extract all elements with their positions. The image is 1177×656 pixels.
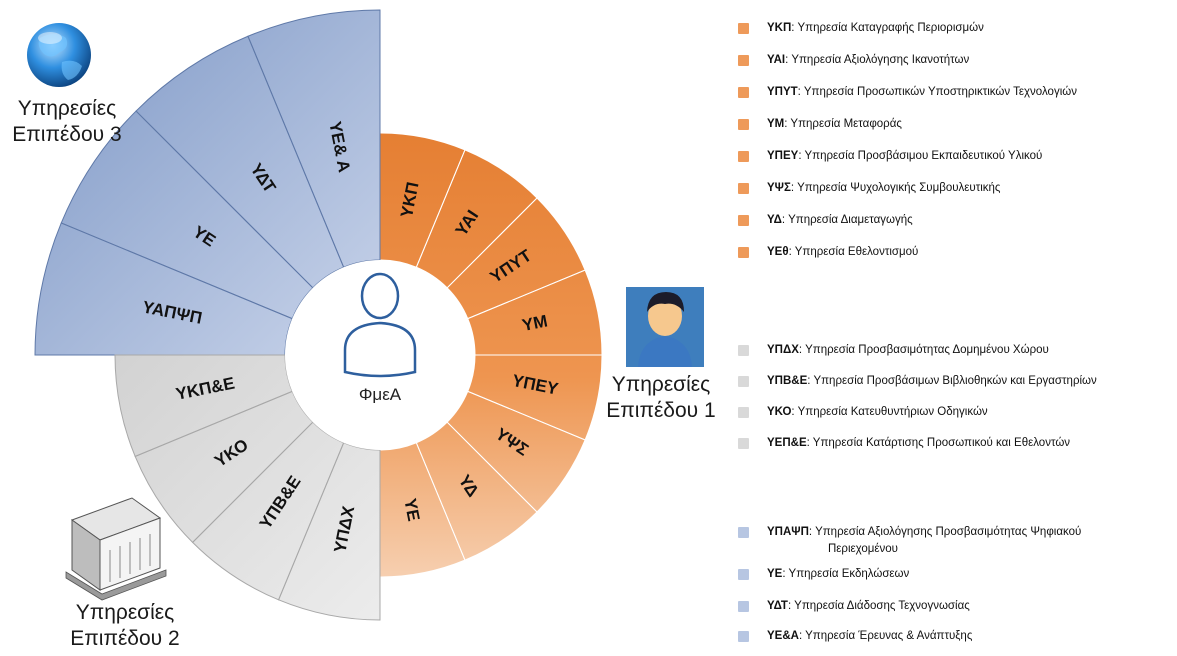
legend-text: : Υπηρεσία Καταγραφής Περιορισμών	[791, 22, 984, 34]
swatch	[738, 23, 749, 34]
level2-caption-line2: Επιπέδου 2	[70, 627, 180, 650]
building-icon	[65, 497, 167, 601]
swatch	[738, 119, 749, 130]
legend-text: : Υπηρεσία Μεταφοράς	[784, 118, 902, 130]
center-person-icon	[343, 272, 417, 378]
legend-text: : Υπηρεσία Έρευνας & Ανάπτυξης	[798, 630, 973, 642]
swatch	[738, 601, 749, 612]
legend-text: : Υπηρεσία Αξιολόγησης Προσβασιμότητας Ψ…	[808, 526, 1082, 538]
level1-segment-label: ΥΜ	[520, 311, 549, 335]
swatch	[738, 407, 749, 418]
level2-caption: Υπηρεσίες Επιπέδου 2	[45, 600, 205, 652]
level3-caption: Υπηρεσίες Επιπέδου 3	[0, 96, 147, 148]
legend-text: : Υπηρεσία Διαμεταγωγής	[781, 214, 913, 226]
legend-abbr: ΥΠΥΤ	[767, 86, 798, 98]
legend-text: : Υπηρεσία Κατευθυντήριων Οδηγικών	[791, 406, 988, 418]
legend-text: : Υπηρεσία Προσωπικών Υποστηρικτικών Τεχ…	[797, 86, 1077, 98]
level3-caption-line1: Υπηρεσίες	[17, 97, 117, 120]
swatch	[738, 345, 749, 356]
legend-abbr: ΥΠΒ&Ε	[767, 375, 808, 387]
level3-caption-line2: Επιπέδου 3	[12, 123, 122, 146]
legend-abbr: ΥΕ&Α	[767, 630, 799, 642]
legend-text: : Υπηρεσία Εκδηλώσεων	[782, 568, 910, 580]
swatch	[738, 247, 749, 258]
swatch	[738, 376, 749, 387]
legend-abbr: ΥΜ	[767, 118, 785, 130]
level1-segment-label: ΥΕ	[400, 497, 423, 523]
legend-abbr: ΥΔΤ	[767, 600, 788, 612]
legend-abbr: ΥΕΠ&Ε	[767, 437, 807, 449]
legend-text: : Υπηρεσία Προσβάσιμων Βιβλιοθηκών και Ε…	[807, 375, 1097, 387]
legend-text: : Υπηρεσία Κατάρτισης Προσωπικού και Εθε…	[806, 437, 1071, 449]
person-icon	[626, 287, 704, 367]
legend-abbr: ΥΠΑΨΠ	[767, 526, 809, 538]
legend-text: : Υπηρεσία Προσβασιμότητας Δομημένου Χώρ…	[798, 344, 1049, 356]
swatch	[738, 631, 749, 642]
legend-text: : Υπηρεσία Αξιολόγησης Ικανοτήτων	[785, 54, 970, 66]
legend-abbr: ΥΨΣ	[767, 182, 791, 194]
swatch	[738, 438, 749, 449]
legend-abbr: ΥΔ	[767, 214, 782, 226]
legend-text: : Υπηρεσία Ψυχολογικής Συμβουλευτικής	[790, 182, 1001, 194]
ring-segments	[34, 9, 603, 621]
legend-text: : Υπηρεσία Εθελοντισμού	[788, 246, 919, 258]
legend-abbr: ΥΚΠ	[767, 22, 792, 34]
legend-abbr: ΥΚΟ	[767, 406, 792, 418]
level1-caption-line2: Επιπέδου 1	[606, 399, 716, 422]
legend-abbr: ΥΠΔΧ	[767, 344, 799, 356]
swatch	[738, 183, 749, 194]
legend-abbr: ΥΕ	[767, 568, 783, 580]
level2-caption-line1: Υπηρεσίες	[75, 601, 175, 624]
swatch	[738, 569, 749, 580]
swatch	[738, 215, 749, 226]
swatch	[738, 87, 749, 98]
globe-icon	[27, 23, 91, 87]
level1-caption: Υπηρεσίες Επιπέδου 1	[581, 372, 741, 424]
swatch	[738, 151, 749, 162]
legend-text: : Υπηρεσία Προσβάσιμου Εκπαιδευτικού Υλι…	[798, 150, 1043, 162]
legend-abbr: ΥΑΙ	[767, 54, 786, 66]
center-label: ΦμεΑ	[359, 385, 402, 404]
swatch	[738, 527, 749, 538]
legend-abbr: ΥΠΕΥ	[767, 150, 799, 162]
legend-abbr: ΥΕθ	[767, 246, 789, 258]
level1-caption-line1: Υπηρεσίες	[611, 373, 711, 396]
legend-text: : Υπηρεσία Διάδοσης Τεχνογνωσίας	[787, 600, 970, 612]
legend-text-continuation: Περιεχομένου	[828, 543, 898, 555]
swatch	[738, 55, 749, 66]
